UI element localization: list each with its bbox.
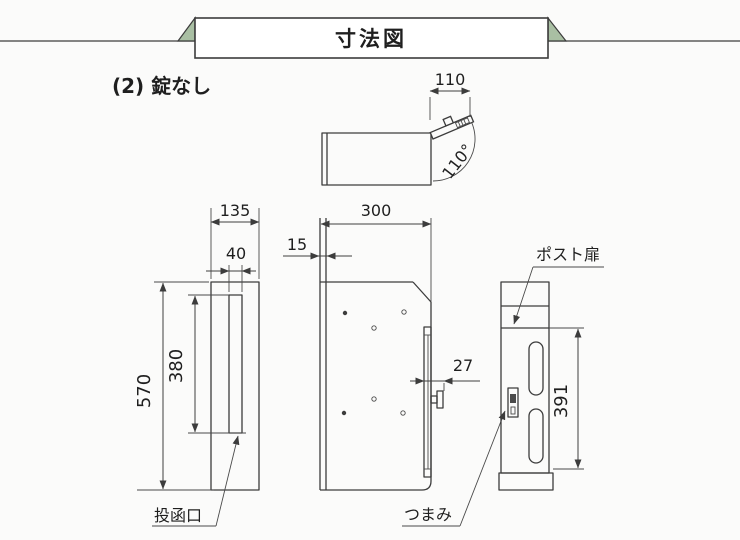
mounting-hole: [401, 309, 407, 315]
dim-text-110: 110: [435, 70, 466, 89]
mounting-hole: [342, 310, 348, 316]
flap-latch-detail: [454, 117, 471, 129]
front-view: 300 15 27 つまみ: [283, 201, 506, 527]
door-slot-upper: [528, 341, 544, 396]
right-side-view: 391 ポスト扉: [498, 245, 604, 491]
knob-side-plate: [507, 387, 519, 418]
page-title: 寸法図: [335, 27, 407, 51]
banner-left-wedge: [176, 16, 196, 42]
flap-knob: [442, 115, 455, 127]
knob-stem: [430, 395, 438, 404]
post-door-label: ポスト扉: [536, 245, 600, 264]
top-view-flap: [429, 114, 475, 140]
top-view: 110 110°: [321, 70, 477, 186]
knob-side-grip: [510, 394, 516, 403]
dim-text-40: 40: [226, 244, 246, 263]
knob-side-detail: [510, 406, 516, 415]
post-door-leader: [513, 266, 534, 325]
dim-text-110deg: 110°: [438, 140, 477, 182]
mounting-hole: [371, 396, 377, 402]
opening-angle-arc: [432, 122, 476, 182]
mounting-hole: [371, 325, 377, 331]
flap-latch-hatch: [460, 120, 464, 126]
banner-right-wedge: [547, 16, 568, 42]
top-view-body: [321, 132, 432, 186]
dim-text-27: 27: [453, 356, 473, 375]
dim-text-391: 391: [551, 384, 572, 418]
left-view-body: [210, 281, 260, 491]
door-edge-strip: [423, 326, 432, 478]
mail-slot-label: 投函口: [154, 506, 202, 525]
front-view-chamfer: [412, 281, 432, 303]
dim-text-135: 135: [220, 201, 251, 220]
mounting-hole: [341, 410, 347, 416]
knob-label: つまみ: [404, 505, 452, 524]
knob-cap: [436, 390, 444, 409]
door-slot-lower: [528, 408, 544, 464]
header-banner: 寸法図: [0, 16, 740, 59]
banner-box: [194, 17, 549, 59]
base-plate: [498, 472, 554, 491]
mounting-hole: [400, 410, 406, 416]
flap-latch-hatch: [457, 121, 461, 127]
dim-text-15: 15: [287, 235, 307, 254]
mail-slot-leader: [215, 435, 240, 527]
dim-text-300: 300: [361, 201, 392, 220]
dim-text-380: 380: [166, 349, 187, 383]
section-subtitle: (2) 錠なし: [112, 74, 211, 98]
right-view-body: [500, 281, 550, 474]
knob-leader: [459, 410, 506, 527]
left-side-view: 135 40 570 380 投函口: [134, 201, 260, 527]
mail-slot: [228, 294, 243, 434]
flap-latch-hatch: [463, 119, 467, 125]
front-view-right-bottom-edge: [320, 302, 432, 491]
dim-text-570: 570: [134, 374, 155, 408]
